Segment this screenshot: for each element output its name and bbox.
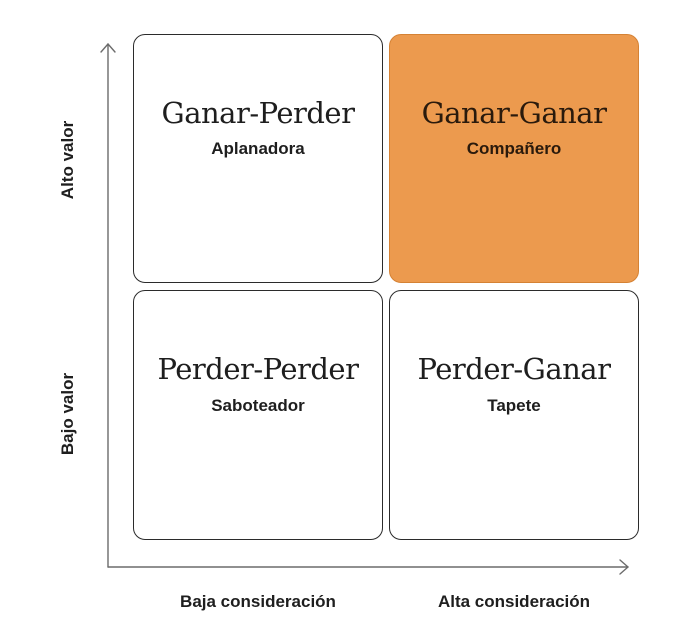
quadrant-subtitle: Aplanadora (211, 139, 305, 159)
quadrant-subtitle: Saboteador (211, 395, 305, 415)
quadrant-subtitle: Tapete (487, 395, 541, 415)
quadrant-title: Ganar-Ganar (421, 95, 607, 130)
quadrant-win-win: Ganar-Ganar Compañero (389, 34, 639, 283)
x-axis-low-label: Baja consideración (180, 592, 336, 611)
quadrant-win-lose: Ganar-Perder Aplanadora (133, 34, 383, 283)
y-axis-low-label: Bajo valor (58, 372, 77, 456)
quadrant-lose-lose: Perder-Perder Saboteador (133, 290, 383, 540)
x-axis-high-label: Alta consideración (437, 592, 591, 611)
quadrant-title: Perder-Ganar (417, 352, 611, 387)
quadrant-title: Perder-Perder (157, 352, 359, 387)
quadrant-lose-win: Perder-Ganar Tapete (389, 290, 639, 540)
x-axis-arrow (107, 559, 629, 575)
y-axis-high-label: Alto valor (58, 120, 77, 200)
quadrant-title: Ganar-Perder (161, 95, 355, 130)
y-axis-arrow (100, 43, 116, 568)
quadrant-subtitle: Compañero (466, 139, 562, 159)
